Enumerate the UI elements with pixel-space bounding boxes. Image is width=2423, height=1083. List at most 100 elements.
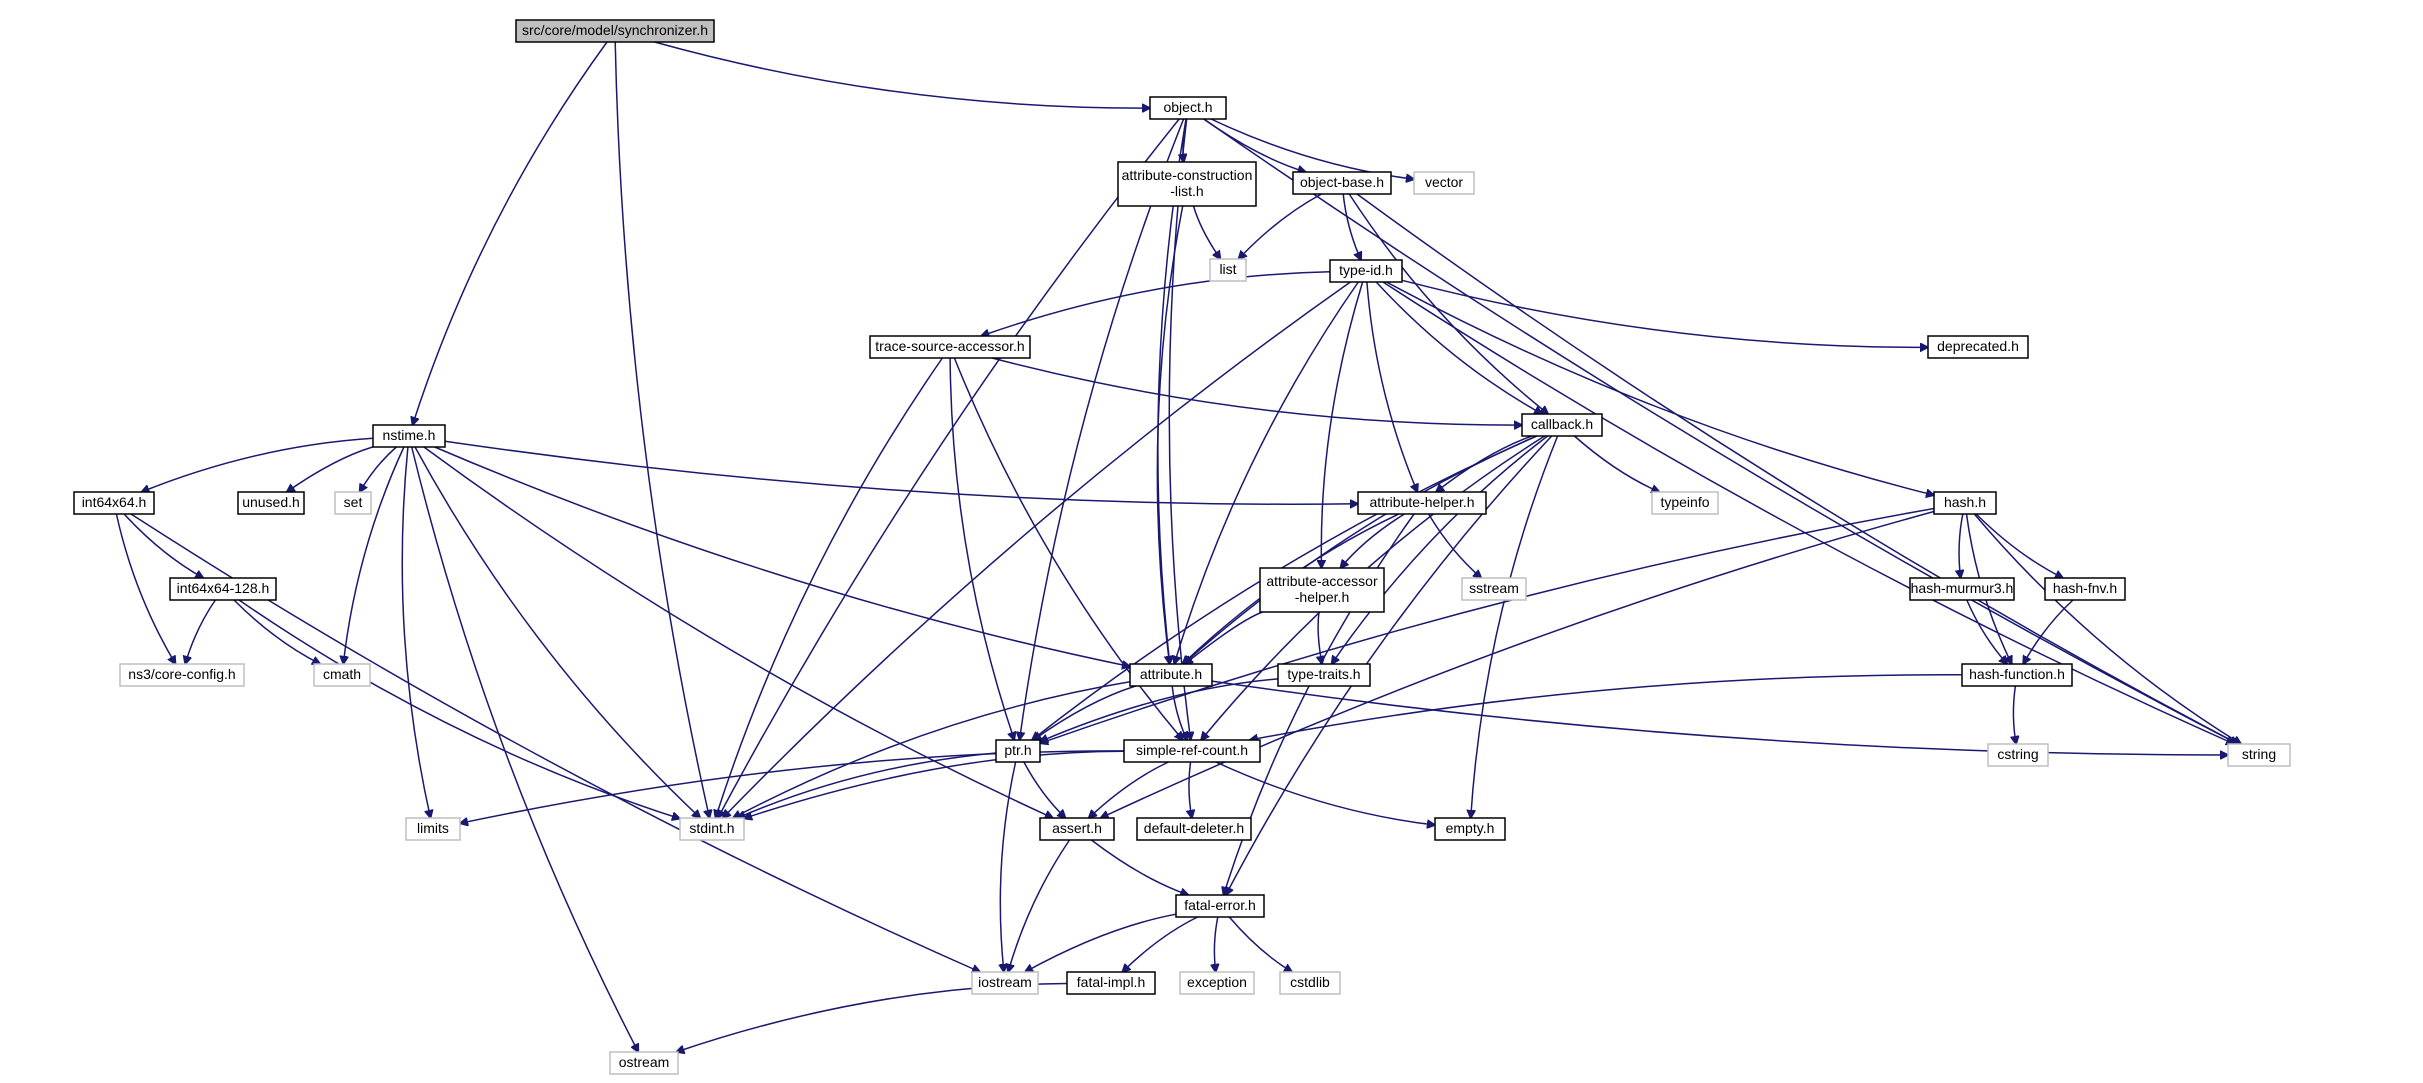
edge-object-to-string — [1203, 118, 2238, 744]
edge-nstime-to-assert — [423, 446, 1053, 818]
node-label-synchronizer: src/core/model/synchronizer.h — [522, 22, 708, 38]
node-box-stdint — [679, 817, 745, 841]
node-attr-helper[interactable]: attribute-helper.h — [1357, 491, 1487, 515]
node-label-vector: vector — [1425, 174, 1463, 190]
node-iostream: iostream — [971, 971, 1039, 995]
node-ptr[interactable]: ptr.h — [995, 739, 1041, 763]
node-int64x64-128[interactable]: int64x64-128.h — [169, 577, 277, 601]
node-box-default-deleter — [1136, 817, 1252, 841]
edge-callback-to-attr-helper — [1436, 435, 1533, 492]
node-label-type-id: type-id.h — [1339, 262, 1393, 278]
edge-simple-ref-count-to-empty — [1215, 761, 1435, 825]
node-list: list — [1209, 258, 1247, 282]
node-cstdlib: cstdlib — [1279, 971, 1341, 995]
node-type-id[interactable]: type-id.h — [1329, 259, 1403, 283]
node-fatal-impl[interactable]: fatal-impl.h — [1066, 971, 1156, 995]
node-hash[interactable]: hash.h — [1933, 491, 1997, 515]
edge-nstime-to-int64x64 — [141, 437, 374, 492]
edge-int64x64-128-to-ns3-core-config — [185, 599, 217, 664]
node-callback[interactable]: callback.h — [1521, 413, 1603, 437]
edge-assert-to-iostream — [1008, 839, 1071, 972]
node-label-attr-accessor: -helper.h — [1295, 589, 1349, 605]
node-label-typeinfo: typeinfo — [1660, 494, 1709, 510]
node-box-iostream — [971, 971, 1039, 995]
edge-synchronizer-to-nstime — [413, 41, 608, 425]
node-object[interactable]: object.h — [1149, 96, 1227, 120]
edge-fatal-error-to-exception — [1214, 916, 1217, 972]
edge-hash-to-string — [1973, 513, 2241, 744]
edge-hash-function-to-cstring — [2013, 685, 2016, 744]
node-label-cstring: cstring — [1997, 746, 2038, 762]
node-label-hash-function: hash-function.h — [1969, 666, 2065, 682]
edge-nstime-to-stdint — [414, 446, 700, 818]
node-box-fatal-error — [1175, 894, 1265, 918]
node-box-empty — [1434, 817, 1506, 841]
node-label-sstream: sstream — [1469, 580, 1519, 596]
node-box-vector — [1413, 171, 1475, 195]
node-label-callback: callback.h — [1531, 416, 1593, 432]
node-box-hash-function — [1961, 663, 2073, 687]
node-box-attribute — [1129, 663, 1213, 687]
edge-callback-to-typeinfo — [1573, 435, 1659, 492]
node-label-cmath: cmath — [323, 666, 361, 682]
edge-callback-to-attribute — [1183, 435, 1537, 664]
edge-type-traits-to-ptr — [1040, 678, 1279, 742]
node-label-ostream: ostream — [619, 1054, 670, 1070]
node-label-attr-construction: attribute-construction — [1122, 167, 1253, 183]
node-type-traits[interactable]: type-traits.h — [1277, 663, 1371, 687]
edge-callback-to-type-traits — [1332, 435, 1549, 664]
node-box-assert — [1039, 817, 1115, 841]
node-label-hash: hash.h — [1944, 494, 1986, 510]
node-label-hash-fnv: hash-fnv.h — [2053, 580, 2117, 596]
node-synchronizer[interactable]: src/core/model/synchronizer.h — [515, 19, 715, 43]
node-default-deleter[interactable]: default-deleter.h — [1136, 817, 1252, 841]
node-box-fatal-impl — [1066, 971, 1156, 995]
node-unused[interactable]: unused.h — [237, 491, 305, 515]
node-simple-ref-count[interactable]: simple-ref-count.h — [1123, 739, 1261, 763]
node-label-hash-murmur3: hash-murmur3.h — [1911, 580, 2014, 596]
edge-attr-construction-to-attribute — [1156, 205, 1184, 664]
edge-attribute-to-stdint — [733, 681, 1131, 818]
node-nstime[interactable]: nstime.h — [372, 424, 446, 448]
node-box-sstream — [1461, 577, 1527, 601]
node-object-base[interactable]: object-base.h — [1292, 171, 1392, 195]
node-label-string: string — [2242, 746, 2276, 762]
edge-attr-accessor-to-type-traits — [1318, 611, 1322, 664]
node-label-limits: limits — [417, 820, 449, 836]
edge-type-id-to-attribute — [1174, 281, 1359, 664]
node-box-cstring — [1987, 743, 2049, 767]
node-assert[interactable]: assert.h — [1039, 817, 1115, 841]
node-trace-source[interactable]: trace-source-accessor.h — [869, 335, 1031, 359]
node-attr-construction[interactable]: attribute-construction-list.h — [1117, 161, 1257, 207]
node-hash-fnv[interactable]: hash-fnv.h — [2044, 577, 2126, 601]
edge-nstime-to-attr-helper — [444, 440, 1358, 504]
node-label-list: list — [1219, 261, 1236, 277]
node-vector: vector — [1413, 171, 1475, 195]
node-fatal-error[interactable]: fatal-error.h — [1175, 894, 1265, 918]
node-hash-function[interactable]: hash-function.h — [1961, 663, 2073, 687]
edge-object-base-to-string — [1356, 193, 2238, 744]
node-attr-accessor[interactable]: attribute-accessor-helper.h — [1259, 567, 1385, 613]
edge-int64x64-128-to-stdint — [238, 599, 680, 819]
edge-nstime-to-set — [360, 446, 397, 492]
edge-ptr-to-stdint — [737, 752, 997, 818]
node-label-int64x64-128: int64x64-128.h — [177, 580, 270, 596]
node-int64x64[interactable]: int64x64.h — [73, 491, 155, 515]
node-label-ns3-core-config: ns3/core-config.h — [128, 666, 235, 682]
node-deprecated[interactable]: deprecated.h — [1927, 335, 2029, 359]
node-box-ptr — [995, 739, 1041, 763]
node-label-cstdlib: cstdlib — [1290, 974, 1330, 990]
node-label-default-deleter: default-deleter.h — [1144, 820, 1244, 836]
node-string: string — [2227, 743, 2291, 767]
node-label-assert: assert.h — [1052, 820, 1102, 836]
node-attribute[interactable]: attribute.h — [1129, 663, 1213, 687]
node-box-list — [1209, 258, 1247, 282]
edge-attribute-to-ptr — [1033, 685, 1136, 740]
node-empty[interactable]: empty.h — [1434, 817, 1506, 841]
edge-int64x64-to-int64x64-128 — [123, 513, 203, 578]
edge-object-to-stdint — [718, 118, 1180, 818]
node-box-unused — [237, 491, 305, 515]
node-box-attr-accessor — [1259, 567, 1385, 613]
node-hash-murmur3[interactable]: hash-murmur3.h — [1909, 577, 2015, 601]
